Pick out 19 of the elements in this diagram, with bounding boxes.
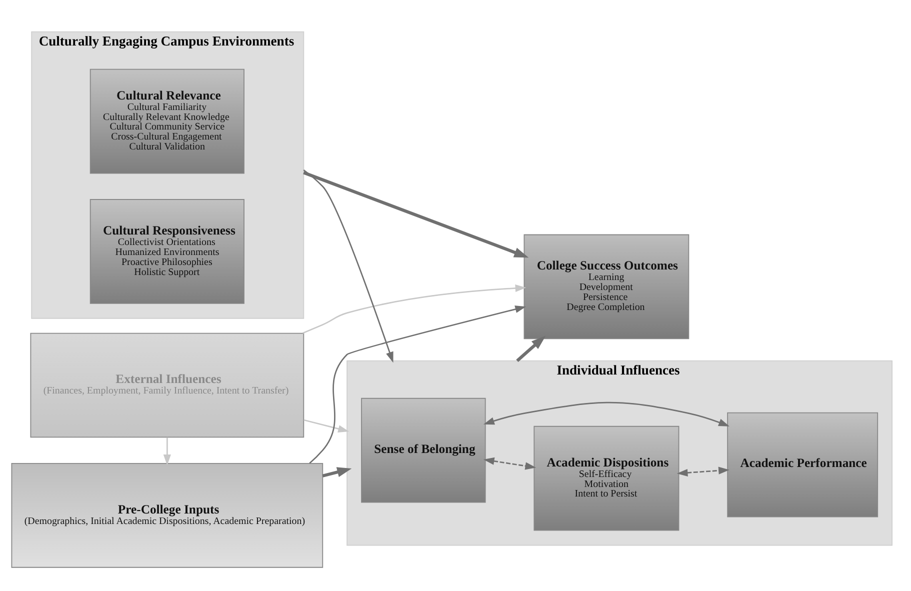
arrow (163, 436, 171, 465)
arrow (309, 305, 526, 464)
arrow (322, 466, 352, 477)
node-box: External Influences (Finances, Employment, Family Influence, Intent to Transfer) (30, 332, 304, 438)
arrow (676, 466, 730, 476)
node-box: Cultural Responsiveness Collectivist Orientations Humanized Environments Proactive Philosophies Holistic Support (90, 198, 244, 304)
node-box: Academic Dispositions Self-Efficacy Motivation Intent to Persist (534, 425, 680, 530)
arrow (483, 401, 730, 426)
node-box: College Success Outcomes Learning Development Persistence Degree Completion (524, 234, 690, 339)
arrow (304, 418, 350, 432)
arrow (516, 335, 546, 362)
arrow (483, 456, 536, 470)
arrow (302, 284, 526, 334)
node-box: Pre-College Inputs (Demographics, Initial Academic Dispositions, Academic Preparation) (11, 462, 324, 568)
arrow (303, 170, 529, 258)
arrow (303, 168, 394, 362)
node-box: Sense of Belonging (361, 397, 486, 502)
node-box: Academic Performance (727, 412, 878, 517)
node-box: Cultural Relevance Cultural Familiarity Culturally Relevant Knowledge Cultural Community Service Cross-Cultural Engagement Cultural Validation (90, 68, 244, 174)
